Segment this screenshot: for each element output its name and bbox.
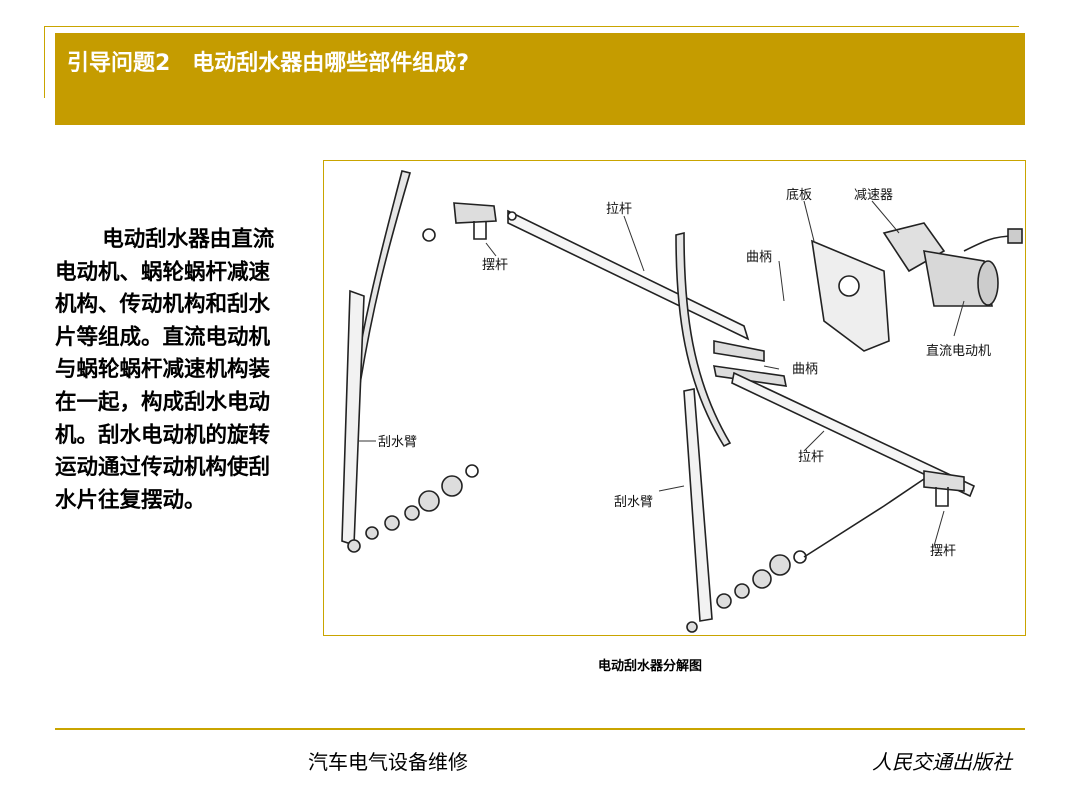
figure-caption: 电动刮水器分解图 [597,659,702,674]
slide-title: 引导问题2 电动刮水器由哪些部件组成? [67,51,470,76]
top-rule [44,26,1019,27]
label-base-plate: 底板 [786,187,812,203]
left-ball-joint [422,228,436,242]
left-rule [44,26,45,98]
label-wiper-arm-mid: 刮水臂 [614,495,653,510]
crank-mid-bar [712,365,788,387]
label-wiper-arm-left: 刮水臂 [378,435,417,450]
dc-motor-body [923,250,993,307]
rocker-bottom-part [923,470,965,492]
footer-publisher: 人民交通出版社 [872,750,1012,774]
body-paragraph: 电动刮水器由直流电动机、蜗轮蜗杆减速机构、传动机构和刮水片等组成。直流电动机与蜗… [55,227,275,513]
motor-cable [963,235,1015,252]
diagram-drawing: 拉杆 底板 减速器 摆杆 曲柄 曲柄 直流电动机 刮水臂 拉杆 刮水臂 摆杆 [341,170,1023,633]
middle-wiper-arm [683,388,713,622]
rocker-top-part [453,202,497,224]
drag-link-bottom-bar [731,371,976,498]
label-drag-link-bottom: 拉杆 [798,450,824,465]
middle-wiper-blade [675,231,732,448]
bottom-rule [55,728,1025,730]
title-bar: 引导问题2 电动刮水器由哪些部件组成? [55,33,1025,125]
left-wiper-arm [341,289,365,547]
wiper-exploded-diagram: 拉杆 底板 减速器 摆杆 曲柄 曲柄 直流电动机 刮水臂 拉杆 刮水臂 摆杆 [323,160,1026,636]
label-dc-motor: 直流电动机 [926,344,991,359]
label-rocker-top: 摆杆 [482,258,508,273]
middle-small-parts [686,550,807,633]
footer-course: 汽车电气设备维修 [308,750,468,774]
drag-link-top-bar [507,209,750,341]
label-drag-link-top: 拉杆 [606,202,632,217]
label-crank-mid: 曲柄 [792,362,818,377]
crank-link [713,340,765,362]
left-small-parts [347,464,479,553]
label-rocker-bottom: 摆杆 [930,544,956,559]
label-reducer: 减速器 [854,188,893,203]
label-crank-top: 曲柄 [746,250,772,265]
